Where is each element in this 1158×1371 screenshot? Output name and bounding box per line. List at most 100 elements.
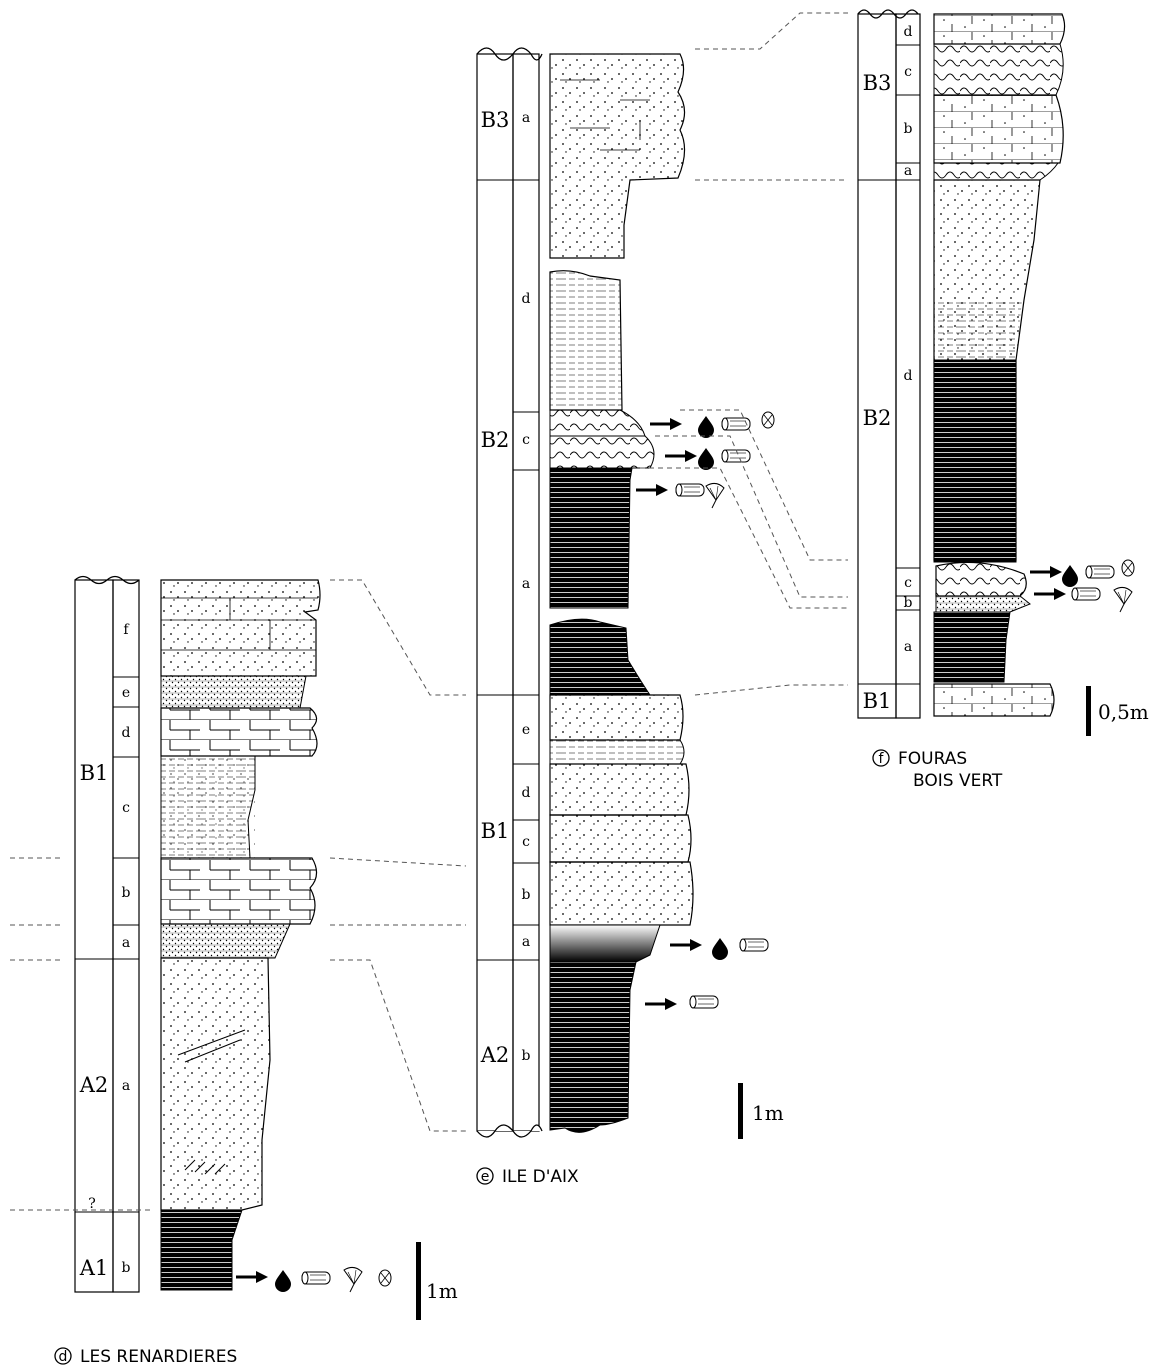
subunit-label: c: [904, 64, 912, 80]
subunit-label: a: [522, 576, 530, 592]
section-letter-circle: [476, 1167, 494, 1185]
section-fouras: B3 B2 B1 d c b a d c b a 0,5m f FOURAS B…: [857, 9, 1149, 791]
subunit-label: b: [522, 887, 531, 903]
unit-label: B2: [863, 406, 892, 430]
bed-b1e: [549, 694, 684, 741]
unit-label: B1: [80, 761, 109, 785]
section-name: ILE D'AIX: [502, 1167, 579, 1187]
subunit-label: b: [122, 1260, 131, 1276]
subunit-column: [512, 53, 540, 1132]
unit-label: B1: [481, 819, 510, 843]
section-letter: d: [59, 1349, 68, 1365]
subunit-label: b: [122, 885, 131, 901]
section-letter-circle: [54, 1347, 72, 1365]
bed-b: [160, 857, 318, 925]
bed-a2b: [549, 961, 637, 1133]
section-aix: B3 B2 B1 A2 a d c a e d c b a b: [476, 47, 784, 1187]
unit-label: B1: [863, 689, 892, 713]
bed-b3a: [549, 53, 686, 259]
scale-bar: [1086, 686, 1091, 736]
unit-label: A1: [79, 1256, 109, 1280]
scale-label: 1m: [426, 1279, 458, 1303]
subunit-label: e: [522, 722, 530, 738]
fossil-arrow: [648, 411, 775, 438]
section-name: LES RENARDIERES: [80, 1347, 237, 1367]
subunit-label: d: [904, 24, 913, 40]
fossil-arrow: [643, 995, 719, 1012]
subunit-label: d: [904, 368, 913, 384]
unit-column: [74, 579, 114, 1293]
unit-label: B2: [481, 428, 510, 452]
bed-b1a: [549, 924, 661, 963]
bed-b2a: [933, 611, 1011, 683]
bed-b2b: [935, 595, 1031, 613]
section-name-line2: BOIS VERT: [913, 771, 1003, 791]
subunit-label: a: [522, 934, 530, 950]
fossil-arrow: [634, 482, 725, 509]
unit-label: B3: [481, 108, 510, 132]
bed-b2d: [549, 270, 623, 411]
subunit-label: b: [904, 121, 913, 137]
fossil-arrow: [663, 448, 751, 470]
unit-label: A2: [480, 1043, 510, 1067]
subunit-label: b: [904, 595, 913, 611]
bed-b2a-lower: [549, 618, 651, 696]
subunit-label: c: [904, 575, 912, 591]
fossil-arrow: [1028, 559, 1135, 587]
bed-b1b: [549, 861, 694, 926]
subunit-label: c: [522, 834, 530, 850]
subunit-label: b: [522, 1048, 531, 1064]
bed-a2: [160, 957, 271, 1211]
correlation-lines: [10, 12, 848, 1211]
subunit-label: a: [904, 163, 912, 179]
bed-b3a: [933, 162, 1059, 181]
subunit-label: e: [122, 685, 130, 701]
subunit-label: f: [123, 622, 130, 638]
subunit-label: d: [522, 291, 531, 307]
bed-b2d-dark: [933, 359, 1017, 563]
bed-d: [160, 707, 318, 757]
section-letter: e: [481, 1169, 490, 1185]
subunit-label: a: [122, 935, 130, 951]
uncertain-mark: ?: [88, 1196, 96, 1212]
subunit-label: d: [122, 725, 131, 741]
subunit-label: d: [522, 785, 531, 801]
fossil-arrow: [1032, 586, 1133, 613]
bed-b1d: [549, 763, 690, 816]
subunit-label: c: [122, 800, 130, 816]
bed-a1: [160, 1209, 243, 1291]
bed-b1e-2: [549, 739, 685, 765]
subunit-column: [112, 579, 140, 1293]
bed-b2c: [935, 561, 1027, 597]
subunit-label: a: [522, 110, 530, 126]
unit-label: B3: [863, 71, 892, 95]
section-letter: f: [879, 751, 885, 767]
scale-label: 1m: [752, 1101, 784, 1125]
scale-bar: [738, 1083, 743, 1139]
subunit-label: a: [904, 639, 912, 655]
bed-e: [160, 675, 307, 709]
bed-b3b: [933, 94, 1064, 164]
bed-f: [160, 579, 321, 677]
scale-label: 0,5m: [1098, 700, 1149, 724]
subunit-column: [895, 13, 921, 719]
bed-b2a-upper: [549, 467, 633, 609]
fossil-arrow: [234, 1266, 392, 1293]
subunit-label: a: [122, 1078, 130, 1094]
bed-b2c-lower: [549, 435, 655, 469]
bed-b2c-upper: [549, 409, 646, 437]
bed-a: [160, 923, 291, 959]
unit-column: [476, 53, 514, 1132]
unit-label: A2: [79, 1073, 109, 1097]
section-name: FOURAS: [898, 749, 967, 769]
fossil-arrow: [668, 937, 769, 960]
scale-bar: [416, 1242, 421, 1320]
subunit-label: c: [522, 432, 530, 448]
unit-column: [857, 13, 897, 719]
bed-b3c: [933, 43, 1064, 96]
section-renardieres: B1 A2 A1 f e d c b a a b ? 1m: [54, 575, 458, 1367]
bed-b1c: [549, 814, 692, 863]
section-letter-circle: [872, 749, 890, 767]
bed-b1: [933, 683, 1055, 717]
